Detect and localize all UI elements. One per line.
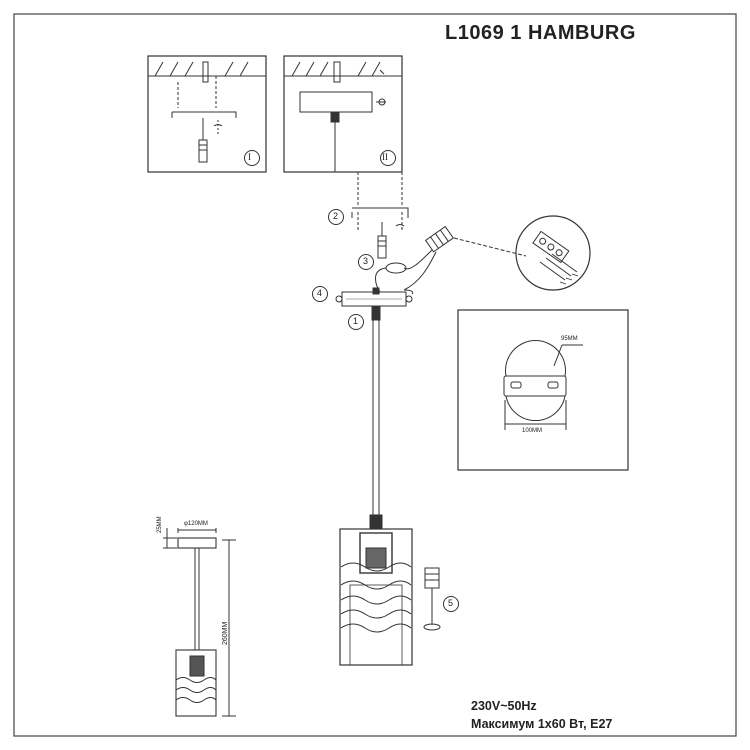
step-3-wiring [375, 225, 527, 295]
step-2-bracket [351, 207, 409, 259]
product-title: L1069 1 HAMBURG [445, 22, 636, 44]
voltage-spec: 230V~50Hz [471, 699, 537, 713]
panel-2-badge [380, 150, 396, 166]
canopy-height-dim: 25MM [157, 516, 163, 533]
base-bottom-dimension: 100MM [522, 428, 543, 434]
step-1-label: 1 [353, 316, 359, 326]
canopy-diameter-dim: φ120MM [184, 521, 208, 527]
page-frame [13, 13, 737, 737]
step-3-badge [358, 254, 374, 270]
step-4-canopy [335, 287, 413, 307]
panel-1 [147, 55, 267, 173]
step-2-badge [328, 209, 344, 225]
step-1-cord [371, 305, 381, 515]
panel-1-badge [244, 150, 260, 166]
power-spec: Максимум 1х60 Вт, E27 [471, 717, 613, 731]
panel-2-label: II [382, 152, 388, 162]
step-3-label: 3 [363, 256, 369, 266]
total-height-dim: 260MM [222, 621, 229, 645]
base-top-dimension: 95MM [561, 336, 578, 342]
step-4-label: 4 [317, 288, 323, 298]
panel-2 [283, 55, 403, 173]
step-2-label: 2 [333, 211, 339, 221]
wiring-detail [515, 215, 591, 291]
step-5-label: 5 [448, 598, 454, 608]
step-5-bulb [423, 567, 441, 631]
step-4-badge [312, 286, 328, 302]
main-lamp-shade [339, 514, 413, 666]
dimension-figure [163, 528, 236, 717]
step-5-badge [443, 596, 459, 612]
step-1-badge [348, 314, 364, 330]
panel-1-label: I [248, 152, 251, 162]
base-plate-box [457, 309, 629, 471]
